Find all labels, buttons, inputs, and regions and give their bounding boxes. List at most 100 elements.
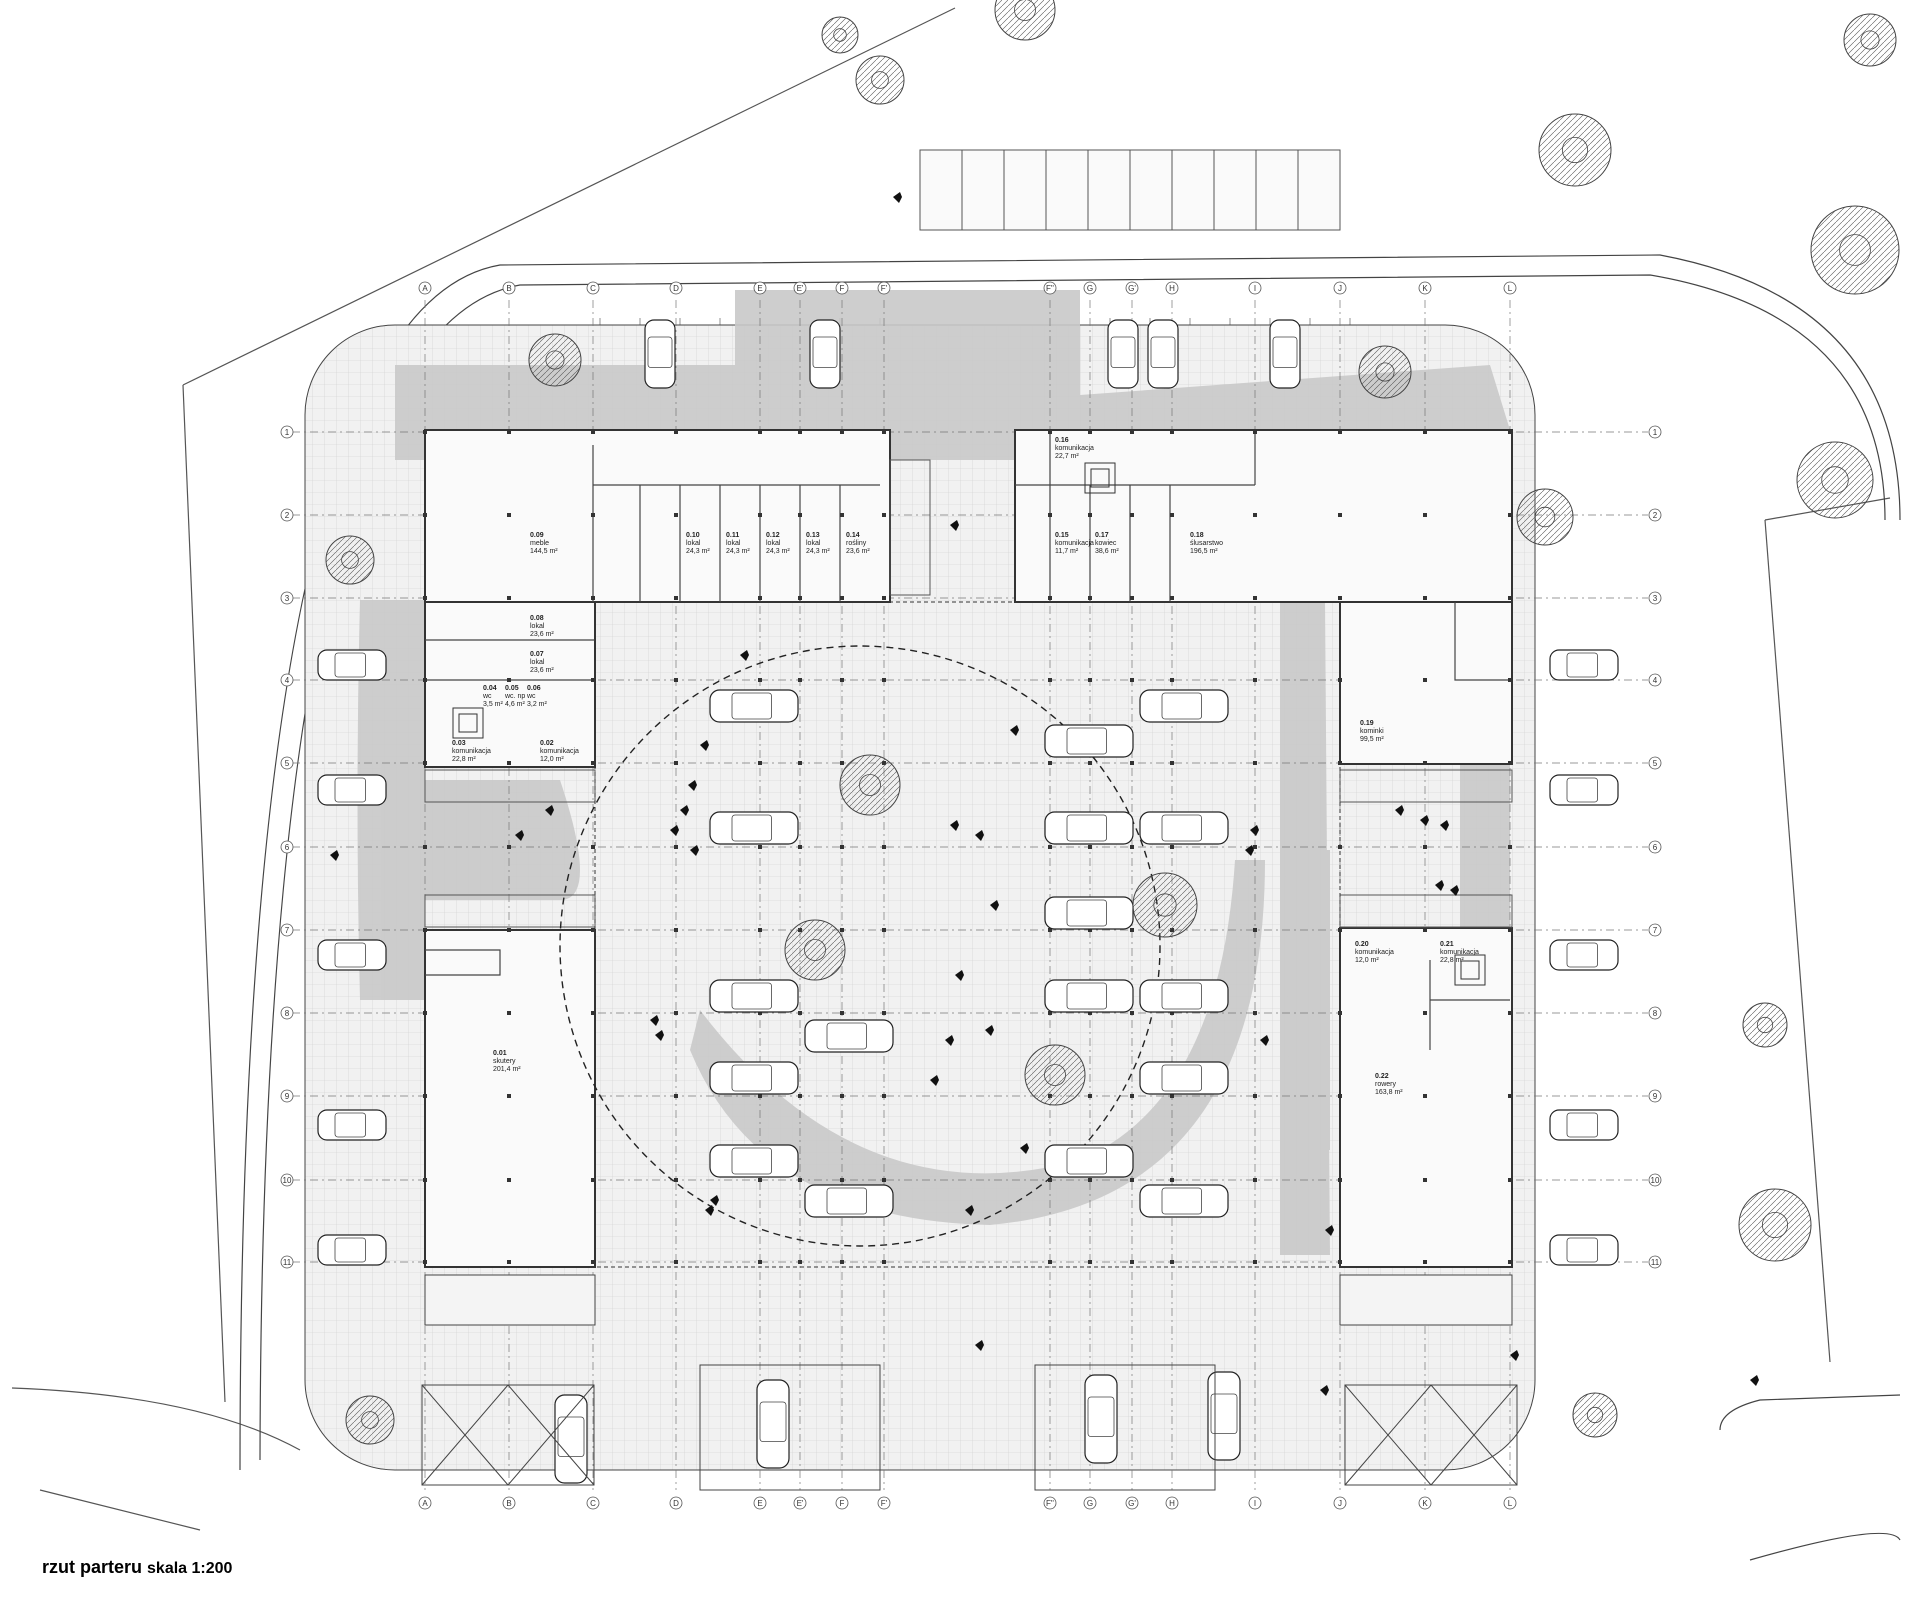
- grid-row-label-7: 7: [1648, 923, 1662, 937]
- structural-column: [1253, 845, 1257, 849]
- structural-column: [798, 1094, 802, 1098]
- grid-column-label-D: D: [669, 281, 683, 295]
- room-name: komunikacja: [540, 748, 579, 755]
- structural-column: [840, 1094, 844, 1098]
- structural-column: [1508, 596, 1512, 600]
- structural-column: [840, 1178, 844, 1182]
- car: [1139, 811, 1229, 845]
- grid-row-label-6: 6: [1648, 840, 1662, 854]
- structural-column: [758, 761, 762, 765]
- structural-column: [882, 678, 886, 682]
- structural-column: [1048, 761, 1052, 765]
- shadow-overlay: [357, 290, 1510, 1255]
- structural-column: [423, 1094, 427, 1098]
- structural-column: [882, 1178, 886, 1182]
- structural-column: [1253, 513, 1257, 517]
- grid-column-label-G: G: [1083, 281, 1097, 295]
- svg-text:4: 4: [285, 676, 290, 685]
- structural-column: [758, 678, 762, 682]
- room-name: lokal: [530, 623, 545, 630]
- room-name: komunikacja: [1355, 949, 1394, 956]
- svg-text:7: 7: [1653, 926, 1658, 935]
- structural-column: [1130, 928, 1134, 932]
- structural-column: [507, 430, 511, 434]
- room-area: 201,4 m²: [493, 1066, 521, 1073]
- svg-text:F: F: [840, 1499, 845, 1508]
- structural-column: [423, 678, 427, 682]
- people: [330, 192, 1759, 1396]
- room-id: 0.09: [530, 532, 544, 539]
- structural-column: [591, 761, 595, 765]
- structural-column: [1253, 1178, 1257, 1182]
- structural-column: [758, 596, 762, 600]
- structural-column: [1048, 1260, 1052, 1264]
- person: [688, 780, 697, 791]
- building-north-east: [1014, 429, 1513, 603]
- room-name: lokal: [766, 540, 781, 547]
- structural-column: [1088, 1094, 1092, 1098]
- room-name: komunikacja: [1055, 445, 1094, 452]
- structural-column: [1423, 928, 1427, 932]
- structural-column: [674, 1260, 678, 1264]
- structural-column: [1423, 596, 1427, 600]
- grid-column-label-F': F': [877, 281, 891, 295]
- room-name: skutery: [493, 1058, 516, 1065]
- tree: [1843, 13, 1897, 67]
- grid-column-label-I: I: [1248, 1496, 1262, 1510]
- room-area: 196,5 m²: [1190, 548, 1218, 555]
- room-id: 0.19: [1360, 720, 1374, 727]
- car: [1084, 1374, 1118, 1464]
- structural-column: [423, 596, 427, 600]
- structural-column: [1338, 596, 1342, 600]
- grid-column-label-E: E: [753, 1496, 767, 1510]
- person: [515, 830, 524, 841]
- tree: [1358, 345, 1412, 399]
- structural-column: [423, 1178, 427, 1182]
- grid-row-label-3: 3: [1648, 591, 1662, 605]
- svg-text:G: G: [1087, 284, 1093, 293]
- structural-column: [1130, 596, 1134, 600]
- grid-column-label-F: F: [835, 281, 849, 295]
- car: [1044, 896, 1134, 930]
- structural-column: [798, 1260, 802, 1264]
- svg-text:L: L: [1508, 284, 1513, 293]
- grid-column-label-L: L: [1503, 281, 1517, 295]
- structural-column: [1170, 1094, 1174, 1098]
- grid-row-label-1: 1: [280, 425, 294, 439]
- car: [709, 811, 799, 845]
- grid-column-label-L: L: [1503, 1496, 1517, 1510]
- svg-text:A: A: [422, 1499, 428, 1508]
- structural-column: [758, 513, 762, 517]
- caption-scale: skala 1:200: [147, 1560, 233, 1577]
- building-east-19: [1339, 601, 1513, 765]
- person: [893, 192, 902, 203]
- room-id: 0.05: [505, 685, 519, 692]
- structural-column: [591, 1260, 595, 1264]
- tree: [1132, 872, 1198, 938]
- tree: [1810, 205, 1900, 295]
- person: [1750, 1375, 1759, 1386]
- svg-text:F: F: [840, 284, 845, 293]
- structural-column: [591, 513, 595, 517]
- svg-text:E: E: [757, 284, 762, 293]
- structural-column: [1170, 430, 1174, 434]
- structural-column: [758, 1260, 762, 1264]
- structural-column: [1508, 430, 1512, 434]
- grid-column-label-J: J: [1333, 281, 1347, 295]
- car: [709, 979, 799, 1013]
- structural-column: [1338, 430, 1342, 434]
- person: [1395, 805, 1404, 816]
- room-id: 0.12: [766, 532, 780, 539]
- tree: [994, 0, 1056, 41]
- room-area: 3,5 m²: [483, 701, 504, 708]
- person: [1260, 1035, 1269, 1046]
- grid-column-label-A: A: [418, 281, 432, 295]
- structural-column: [882, 513, 886, 517]
- grid-column-label-H: H: [1165, 281, 1179, 295]
